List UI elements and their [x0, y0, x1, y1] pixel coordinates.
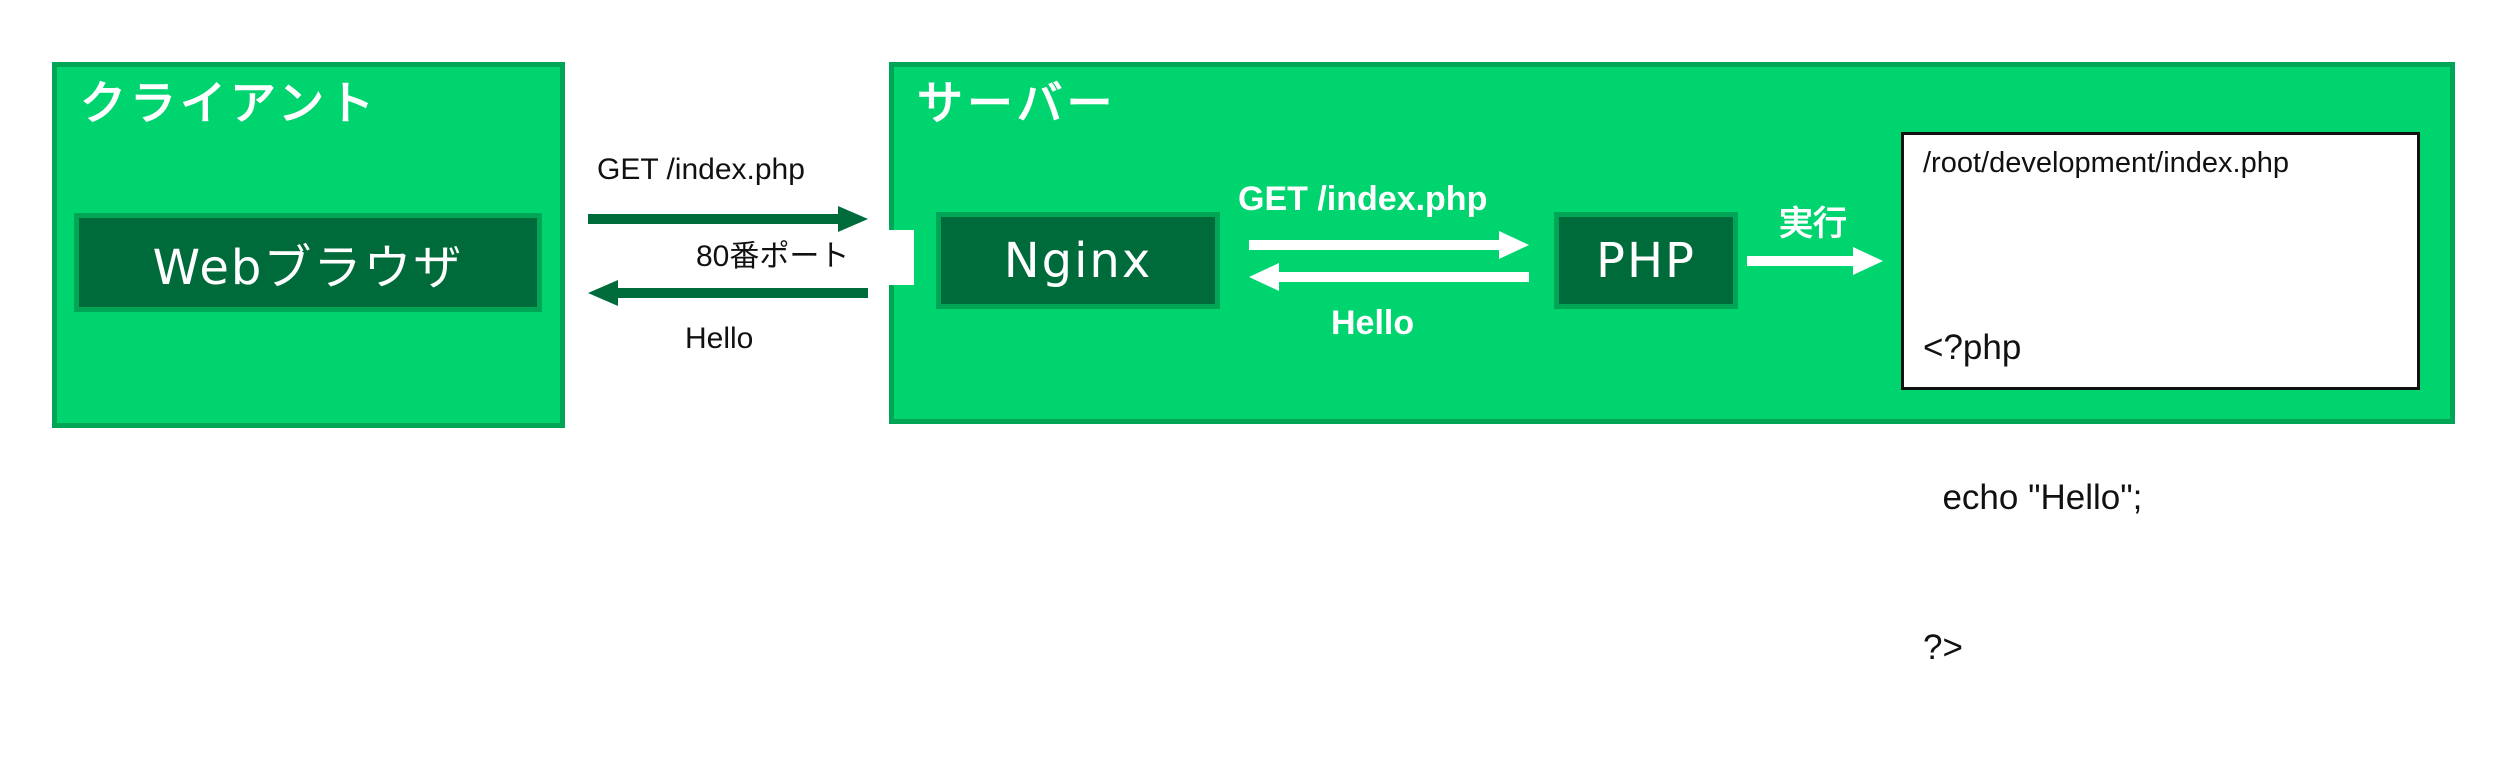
server-title: サーバー: [917, 76, 1117, 130]
nginx-label: Nginx: [1003, 232, 1153, 289]
internal-response-label: Hello: [1331, 304, 1415, 342]
response-arrow-icon: [588, 280, 868, 306]
internal-response-arrow-icon: [1249, 263, 1529, 291]
execute-arrow-icon: [1747, 247, 1883, 275]
code-line: <?php: [1923, 328, 2022, 367]
client-title: クライアント: [80, 76, 379, 130]
request-arrow-icon: [588, 206, 868, 232]
php-node: PHP: [1554, 212, 1738, 309]
code-line: ?>: [1923, 628, 1963, 667]
request-label: GET /index.php: [597, 153, 805, 186]
php-file-box: /root/development/index.php <?php echo "…: [1901, 132, 2420, 667]
php-label: PHP: [1596, 232, 1696, 289]
internal-request-label: GET /index.php: [1238, 180, 1488, 218]
port-label: 80番ポート: [696, 240, 850, 273]
web-browser-node: Webブラウザ: [74, 213, 542, 312]
internal-request-arrow-icon: [1249, 231, 1529, 259]
code-line: echo "Hello";: [1923, 478, 2143, 517]
response-label: Hello: [685, 322, 754, 355]
web-browser-label: Webブラウザ: [152, 239, 464, 296]
file-path: /root/development/index.php: [1923, 147, 2289, 179]
code-content: <?php echo "Hello"; ?>: [1923, 223, 2142, 773]
execute-label: 実行: [1779, 205, 1847, 243]
port-label-background: [870, 230, 914, 285]
nginx-node: Nginx: [936, 212, 1220, 309]
